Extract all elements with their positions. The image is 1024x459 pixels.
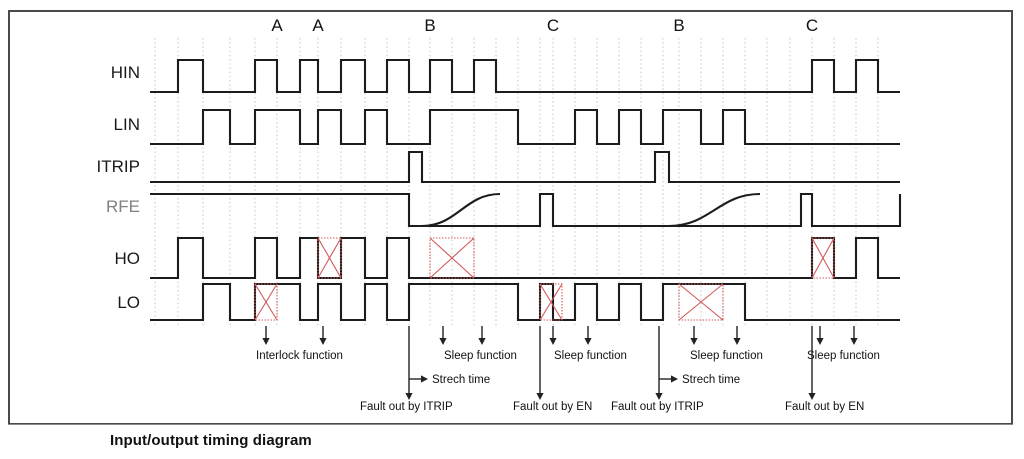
suppressed-pulse-lo-4-cross-b	[539, 283, 563, 321]
annotation-label-interlock-function-0: Interlock function	[256, 350, 343, 362]
signal-label-rfe: RFE	[106, 197, 140, 216]
annotation-arrow-interlock-function-1-head	[319, 338, 327, 345]
waveform-rfe	[150, 192, 902, 228]
waveform-lin	[150, 108, 900, 146]
annotation-label-sleep-function-2: Sleep function	[554, 350, 627, 362]
annotation-label-strech-time-6: Strech time	[682, 374, 740, 386]
annotation-label-fault-out-by-en-10: Fault out by EN	[785, 401, 864, 413]
suppressed-pulse-lo-5	[678, 283, 724, 321]
suppressed-pulse-lo-3-cross-b	[254, 283, 278, 321]
suppressed-pulse-ho-1-cross-b	[429, 237, 475, 279]
annotation-label-sleep-function-1: Sleep function	[444, 350, 517, 362]
annotation-arrow-fault-out-by-itrip-0-head	[405, 393, 413, 400]
annotation-arrow-sleep-function-1-head	[584, 338, 592, 345]
annotation-branch-strech-time-head	[421, 375, 428, 383]
marker-a-0: A	[271, 16, 283, 35]
annotation-label-fault-out-by-itrip-9: Fault out by ITRIP	[611, 401, 704, 413]
marker-b-4: B	[673, 16, 684, 35]
annotation-arrow-fault-out-by-en-0-head	[808, 393, 816, 400]
signal-label-hin: HIN	[111, 63, 140, 82]
signal-label-itrip: ITRIP	[97, 157, 140, 176]
marker-a-1: A	[312, 16, 324, 35]
waveform-hin	[150, 58, 900, 94]
annotation-label-fault-out-by-itrip-7: Fault out by ITRIP	[360, 401, 453, 413]
waveform-lo	[150, 282, 900, 322]
diagram-caption: Input/output timing diagram	[110, 432, 312, 449]
annotation-arrow-sleep-function-1-head	[478, 338, 486, 345]
suppressed-pulse-ho-1	[429, 237, 475, 279]
annotation-arrow-fault-out-by-en-0-head	[536, 393, 544, 400]
suppressed-pulse-lo-5-cross-b	[678, 283, 724, 321]
signal-label-lo: LO	[117, 293, 140, 312]
suppressed-pulse-ho-2	[811, 237, 835, 279]
marker-c-3: C	[547, 16, 559, 35]
suppressed-pulse-ho-2-cross-b	[811, 237, 835, 279]
signal-label-ho: HO	[115, 249, 141, 268]
rfe-recovery-curve-0	[421, 192, 501, 228]
suppressed-pulse-lo-4	[539, 283, 563, 321]
annotation-label-sleep-function-4: Sleep function	[807, 350, 880, 362]
caption-divider	[8, 424, 1013, 425]
marker-c-5: C	[806, 16, 818, 35]
waveform-itrip	[150, 150, 900, 184]
annotation-label-strech-time-5: Strech time	[432, 374, 490, 386]
annotation-arrow-sleep-function-0-head	[549, 338, 557, 345]
annotation-arrow-interlock-function-0-head	[262, 338, 270, 345]
waveform-ho	[150, 236, 900, 280]
annotation-label-fault-out-by-en-8: Fault out by EN	[513, 401, 592, 413]
annotation-arrow-sleep-function-1-head	[733, 338, 741, 345]
suppressed-pulse-lo-3	[254, 283, 278, 321]
diagram-frame	[8, 10, 1013, 425]
marker-b-2: B	[424, 16, 435, 35]
annotation-branch-strech-time-head	[671, 375, 678, 383]
annotation-arrow-sleep-function-1-head	[850, 338, 858, 345]
suppressed-pulse-ho-0	[317, 237, 342, 279]
signal-label-lin: LIN	[114, 115, 140, 134]
annotation-arrow-sleep-function-0-head	[690, 338, 698, 345]
rfe-recovery-curve-1	[668, 192, 761, 228]
suppressed-pulse-ho-0-cross-b	[317, 237, 342, 279]
annotation-arrow-sleep-function-0-head	[439, 338, 447, 345]
annotation-label-sleep-function-3: Sleep function	[690, 350, 763, 362]
annotation-arrow-sleep-function-0-head	[816, 338, 824, 345]
annotation-arrow-fault-out-by-itrip-0-head	[655, 393, 663, 400]
